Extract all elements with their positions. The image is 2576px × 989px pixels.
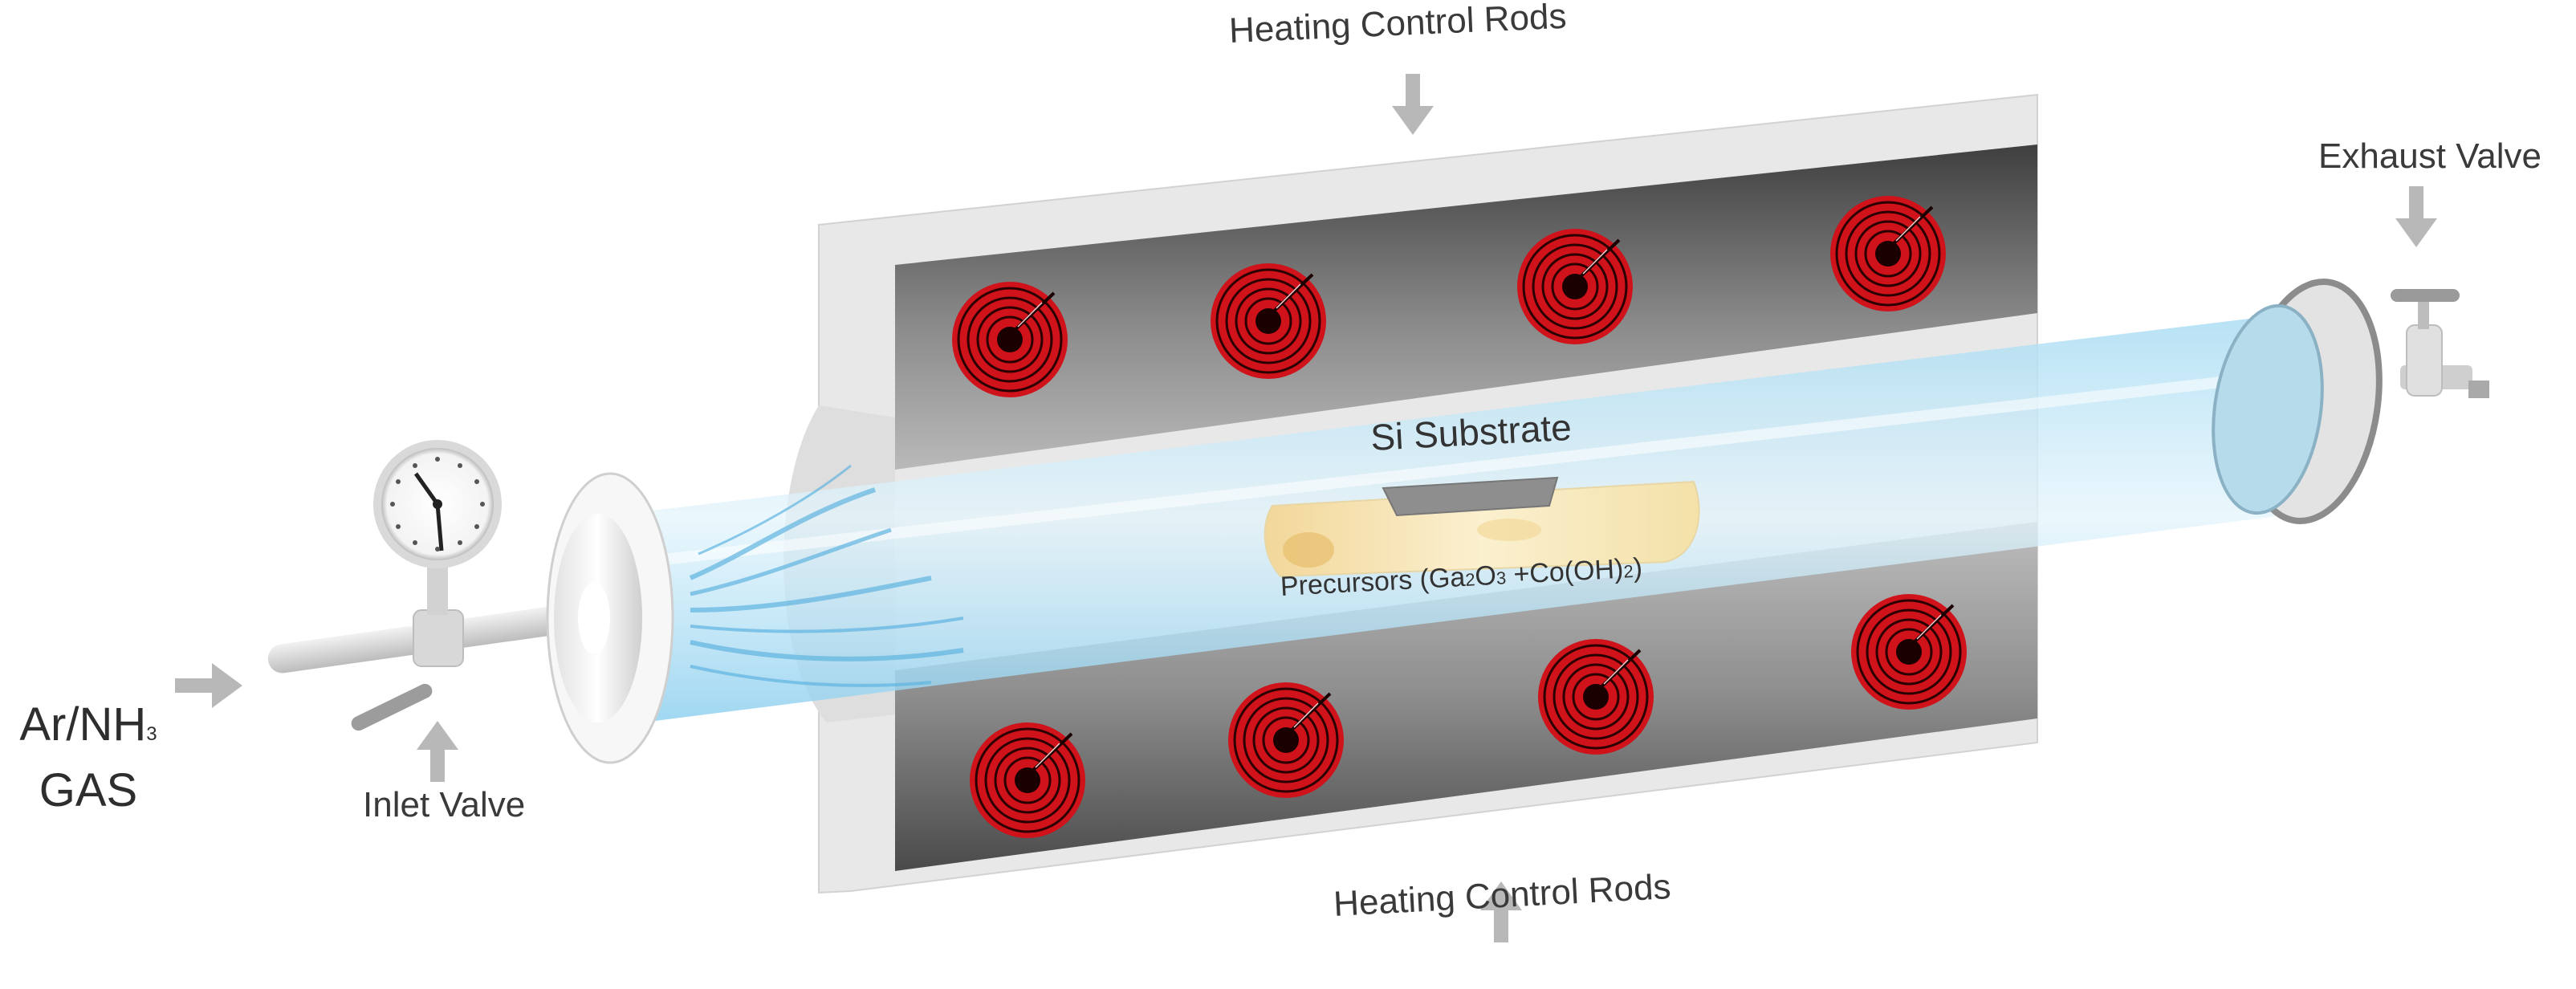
si-substrate — [1382, 476, 1559, 517]
inlet-valve-label: Inlet Valve — [363, 785, 526, 824]
exhaust-flange — [2212, 279, 2383, 524]
inlet-valve-icon — [351, 609, 464, 731]
furnace-bottom-wall — [895, 522, 2037, 871]
gas-label: Ar/NH3 GAS — [8, 697, 169, 819]
heating-coil-icon — [1209, 262, 1328, 381]
heating-coil-icon — [950, 280, 1069, 399]
tube-highlight — [641, 372, 2265, 568]
gas-formula: Ar/NH — [19, 698, 147, 751]
gas-word: GAS — [39, 764, 138, 816]
inlet-arrow — [417, 721, 458, 782]
precursor-boat — [1264, 480, 1700, 578]
heating-coil-icon — [1850, 592, 1968, 711]
exhaust-valve-icon — [2391, 289, 2489, 398]
heating-top-arrow — [1392, 74, 1434, 135]
arrows — [175, 74, 2437, 942]
heating-coil-icon — [1516, 227, 1634, 346]
precursors-text: +Co(OH) — [1505, 553, 1625, 591]
gas-formula-subscript: 3 — [146, 723, 157, 745]
precursors-text: ) — [1632, 552, 1643, 584]
heating-coil-icon — [1536, 637, 1655, 756]
furnace-top-wall — [895, 144, 2037, 470]
gas-arrow — [175, 663, 242, 708]
precursors-text: O — [1474, 560, 1497, 592]
exhaust-valve-label: Exhaust Valve — [2318, 136, 2542, 176]
gas-flow-swirls — [689, 464, 964, 687]
heating-coil-icon — [1227, 681, 1345, 800]
heating-coil-icon — [968, 721, 1087, 840]
pressure-gauge-icon — [373, 440, 502, 615]
exhaust-arrow — [2395, 186, 2437, 247]
heating-coil-icon — [1829, 194, 1947, 313]
